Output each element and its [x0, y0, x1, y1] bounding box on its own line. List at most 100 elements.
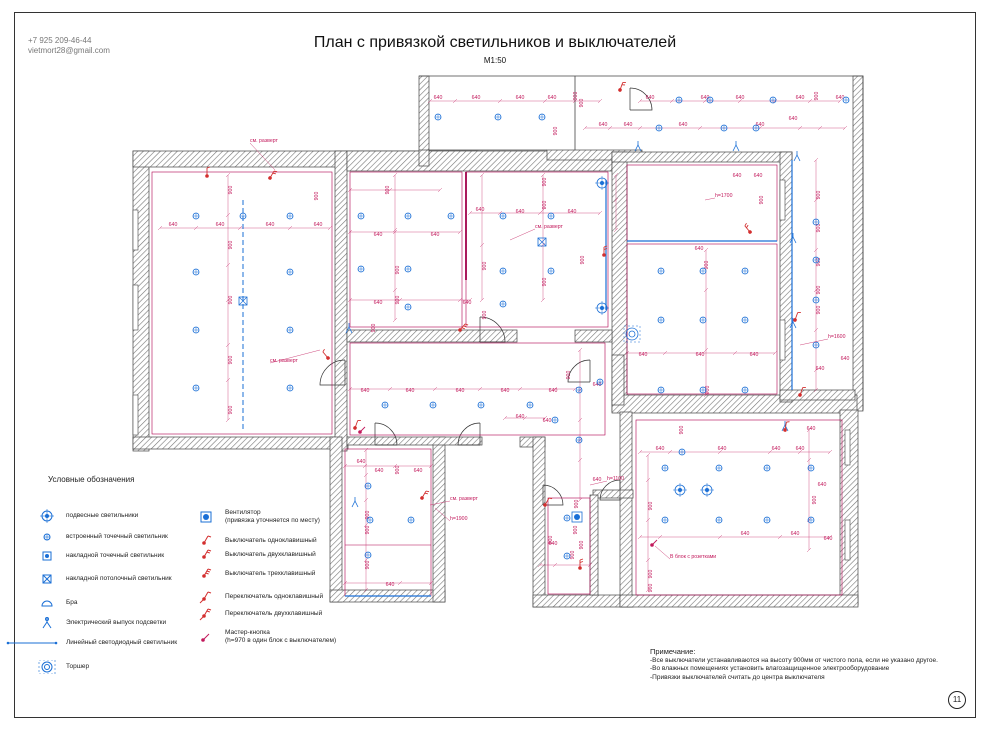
surface-spot-icon	[38, 549, 56, 563]
dimension-label: 640	[543, 418, 552, 424]
dim-tick	[363, 522, 369, 528]
recessed-spot-icon	[706, 96, 714, 104]
window	[132, 284, 139, 331]
sconce-icon	[38, 596, 56, 610]
recessed-spot-icon	[763, 464, 771, 472]
recessed-spot-icon	[404, 265, 412, 273]
dim-tick	[637, 98, 643, 104]
room-outline	[626, 243, 778, 395]
dimension-label: 900	[705, 386, 711, 395]
dim-tick	[813, 387, 819, 393]
dimension-label: 640	[791, 531, 800, 537]
dim-tick	[522, 415, 528, 421]
dim-tick	[287, 225, 293, 231]
recessed-spot-icon	[286, 268, 294, 276]
dimension-label: 900	[365, 526, 371, 535]
switch-single-icon	[543, 497, 553, 507]
recessed-spot-icon	[239, 212, 247, 220]
dimension-label: 640	[266, 222, 275, 228]
legend-item: Электрический выпуск подсветки	[38, 616, 166, 630]
dimension-label: 900	[679, 426, 685, 435]
plan-note: см. разверт	[450, 496, 478, 502]
legend-item: Переключатель одноклавишный	[197, 590, 323, 604]
dimension-label: 900	[759, 196, 765, 205]
window	[844, 429, 851, 466]
dimension-label: 640	[593, 382, 602, 388]
dimension-label: 640	[431, 232, 440, 238]
switch-single-icon	[783, 421, 790, 432]
wall	[329, 436, 343, 603]
room-outline	[151, 171, 333, 435]
dimension-label: 900	[395, 296, 401, 305]
plan-note: В блок с розетками	[670, 554, 716, 560]
dim-tick	[363, 557, 369, 563]
dimension-label: 640	[406, 388, 415, 394]
recessed-spot-icon	[499, 212, 507, 220]
dim-tick	[813, 157, 819, 163]
dimension-label: 640	[754, 173, 763, 179]
plan-note: h=1700	[715, 193, 733, 199]
dimension-label: 640	[549, 388, 558, 394]
dim-tick	[157, 225, 163, 231]
leader-line	[434, 507, 451, 522]
dim-tick	[806, 457, 812, 463]
dim-tick	[542, 98, 548, 104]
recessed-spot-icon	[404, 212, 412, 220]
dim-tick	[542, 415, 548, 421]
recessed-spot-icon	[661, 464, 669, 472]
plan-note: см. разверт	[250, 138, 278, 144]
dim-tick	[637, 125, 643, 131]
notes: Примечание: -Все выключатели устанавлива…	[650, 647, 938, 682]
dim-tick	[703, 247, 709, 253]
wall	[619, 411, 633, 608]
dim-tick	[572, 98, 578, 104]
wall	[532, 436, 546, 608]
recessed-spot-icon	[715, 464, 723, 472]
dim-tick	[347, 386, 353, 392]
recessed-spot-icon	[752, 124, 760, 132]
dim-tick	[540, 172, 546, 178]
lighting-outlet-icon	[732, 141, 740, 152]
drawing-title: План с привязкой светильников и выключат…	[313, 34, 677, 51]
recessed-spot-icon	[661, 516, 669, 524]
dim-tick	[225, 262, 231, 268]
dimension-label: 900	[228, 241, 234, 250]
dim-tick	[392, 227, 398, 233]
dim-tick	[467, 297, 473, 303]
legend-item: Переключатель двухклавишный	[197, 607, 322, 621]
window	[779, 179, 786, 221]
recessed-spot-icon	[699, 267, 707, 275]
door	[629, 87, 653, 111]
plan-note: h=1100	[607, 476, 624, 482]
dim-tick	[497, 98, 503, 104]
dimension-label: 640	[733, 173, 742, 179]
recessed-spot-icon	[657, 267, 665, 275]
dim-tick	[387, 386, 393, 392]
dimension-label: 900	[816, 258, 822, 267]
recessed-spot-icon	[364, 551, 372, 559]
wall	[346, 436, 483, 446]
dim-tick	[225, 377, 231, 383]
recessed-spot-icon	[596, 378, 604, 386]
recessed-spot-icon	[812, 296, 820, 304]
dimension-label: 640	[718, 446, 727, 452]
dim-tick	[457, 229, 463, 235]
dimension-label: 900	[482, 262, 488, 271]
dim-tick	[452, 98, 458, 104]
dim-tick	[662, 350, 668, 356]
dimension-label: 640	[472, 95, 481, 101]
dim-tick	[597, 210, 603, 216]
dim-tick	[597, 98, 603, 104]
dim-tick	[607, 125, 613, 131]
drawing-frame	[14, 12, 976, 718]
legend-item: Торшер	[38, 659, 89, 675]
recessed-spot-icon	[547, 267, 555, 275]
recessed-spot-icon	[538, 113, 546, 121]
dimension-label: 640	[736, 95, 745, 101]
switches	[205, 82, 806, 570]
recessed-spot-icon	[812, 256, 820, 264]
leader-line	[509, 228, 536, 241]
plan-note: h=1900	[450, 516, 468, 522]
dimension-label: 640	[568, 209, 577, 215]
